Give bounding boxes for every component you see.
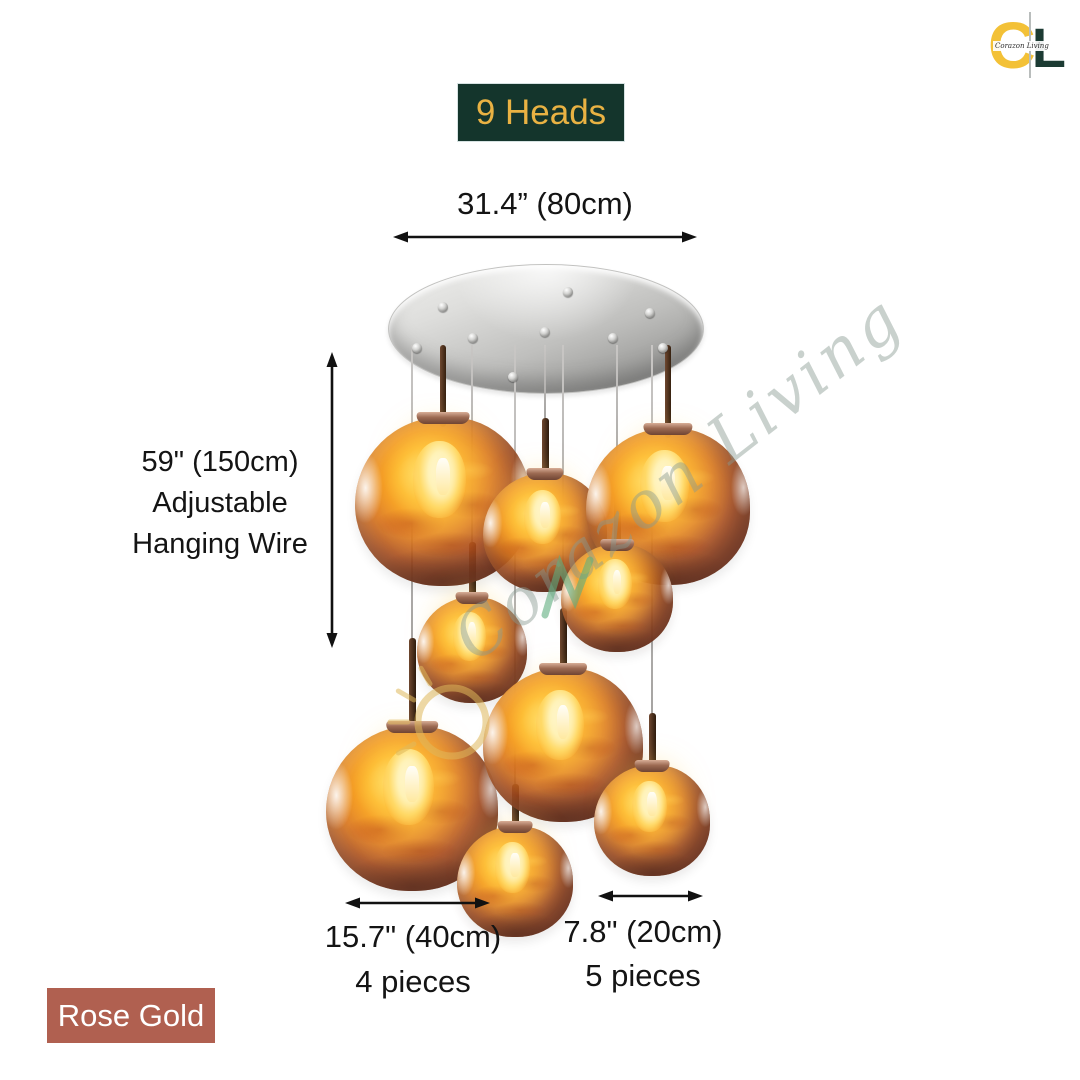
- hanging-wire: [544, 345, 546, 418]
- hanging-wire: [616, 345, 618, 489]
- large-globe-arrow: [345, 897, 490, 909]
- pendant-globe-small: [483, 468, 607, 592]
- bulb-filament: [405, 765, 419, 802]
- small-globe-arrow: [598, 890, 703, 902]
- bulb-filament: [661, 465, 675, 501]
- small-globe-label: 7.8" (20cm) 5 pieces: [543, 910, 743, 998]
- pendant-rod: [542, 418, 549, 481]
- pendant-rod: [409, 638, 416, 734]
- watermark-sun-icon: [387, 665, 490, 760]
- globe-cap-icon: [416, 412, 470, 424]
- brand-logo: C L Corazon Living: [988, 12, 1068, 80]
- width-arrow: [393, 231, 697, 243]
- globe-cap-icon: [600, 539, 634, 551]
- globe-cap-icon: [539, 663, 587, 675]
- pendant-globe-small: [594, 760, 710, 876]
- pendant-globe-small: [417, 592, 527, 703]
- canopy-attachment-ball: [658, 343, 668, 353]
- hanging-wire-line2: Adjustable: [152, 487, 288, 519]
- bulb-filament: [435, 457, 451, 495]
- pendant-rod: [560, 608, 567, 676]
- small-globe-size: 7.8" (20cm): [563, 914, 723, 949]
- large-globe-count: 4 pieces: [355, 964, 471, 999]
- globe-cap-icon: [455, 592, 489, 604]
- canopy-attachment-ball: [468, 333, 478, 343]
- small-globe-count: 5 pieces: [585, 958, 701, 993]
- bulb-filament: [647, 791, 657, 817]
- pendant-rod: [649, 713, 656, 773]
- bulb-filament: [510, 852, 520, 878]
- canopy-attachment-ball: [540, 327, 550, 337]
- canopy-attachment-ball: [645, 308, 655, 318]
- pendant-globe-small: [561, 539, 673, 652]
- large-globe-label: 15.7" (40cm) 4 pieces: [303, 914, 523, 1004]
- canopy-attachment-ball: [508, 372, 518, 382]
- globe-cap-icon: [643, 423, 693, 435]
- drop-height-arrow: [326, 352, 338, 648]
- hanging-wire-line3: Hanging Wire: [132, 528, 308, 560]
- hanging-cord: [665, 345, 671, 438]
- canopy-attachment-ball: [438, 302, 448, 312]
- overall-width-label: 31.4” (80cm): [457, 186, 633, 221]
- hanging-wire-line1: 59" (150cm): [141, 446, 299, 478]
- watermark-flourish: [541, 554, 594, 619]
- hanging-wire-label: 59" (150cm) Adjustable Hanging Wire: [100, 442, 340, 565]
- globe-cap-icon: [526, 468, 564, 480]
- bulb-filament: [467, 622, 477, 646]
- bulb-filament: [556, 704, 570, 739]
- canopy-attachment-ball: [412, 343, 422, 353]
- heads-count-badge: 9 Heads: [458, 84, 624, 141]
- bulb-filament: [612, 569, 622, 594]
- canopy-attachment-ball: [563, 287, 573, 297]
- canopy-attachment-ball: [608, 333, 618, 343]
- globe-cap-icon: [497, 821, 533, 833]
- large-globe-size: 15.7" (40cm): [324, 919, 502, 954]
- pendant-globe-small: [457, 821, 573, 937]
- globe-cap-icon: [634, 760, 670, 772]
- brand-logo-subtext: Corazon Living: [993, 41, 1051, 51]
- bulb-filament: [540, 501, 550, 528]
- hanging-cord: [440, 345, 446, 427]
- finish-color-badge: Rose Gold: [47, 988, 215, 1043]
